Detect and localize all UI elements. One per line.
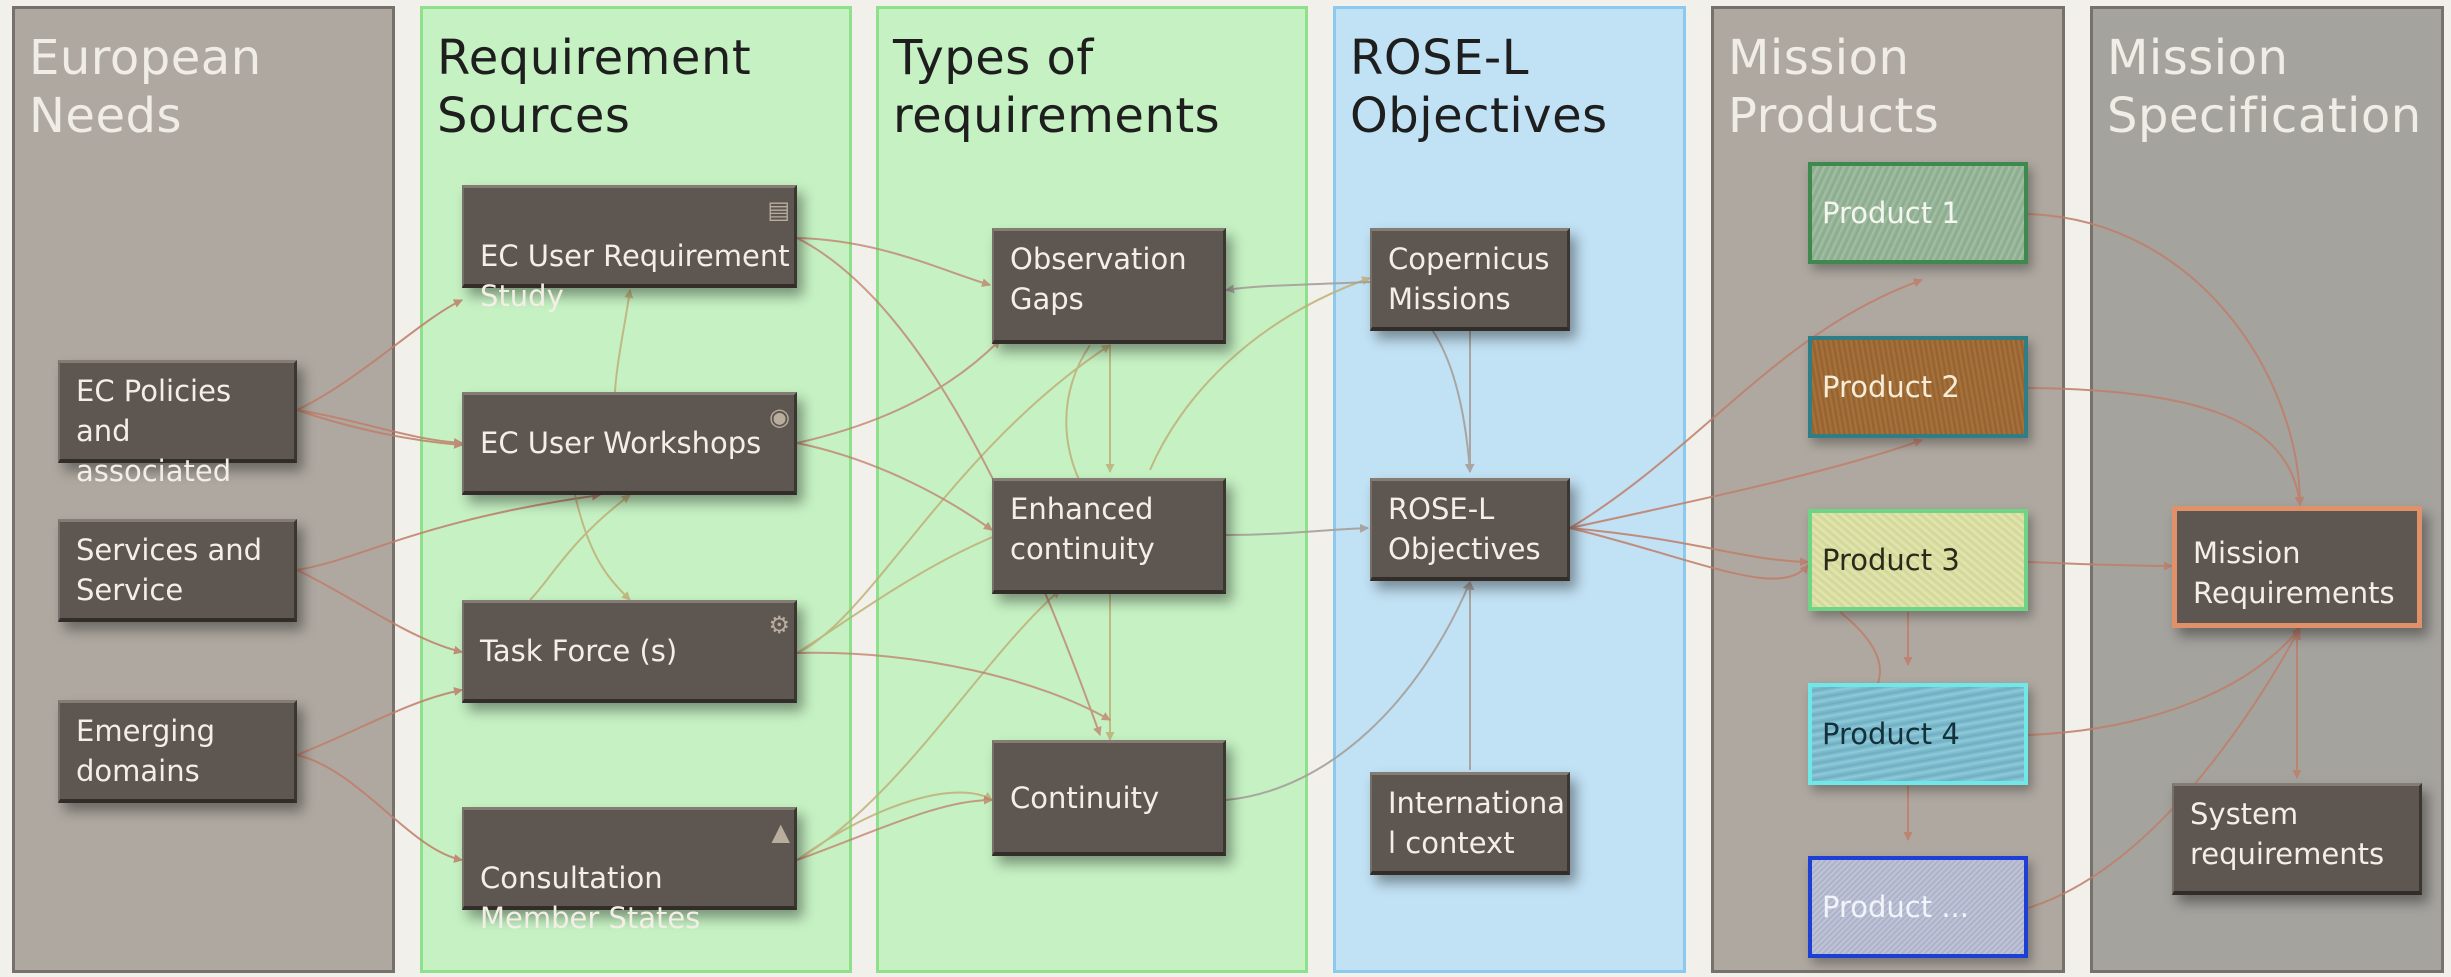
node-copernicus-missions[interactable]: Copernicus Missions [1370,228,1570,331]
node-enhanced-continuity[interactable]: Enhanced continuity [992,478,1226,594]
product-more[interactable]: Product ... [1808,856,2028,958]
column-mission-products: Mission Products [1711,6,2065,973]
node-ec-policies[interactable]: EC Policies and associated [58,360,297,488]
users-icon: ◉ [769,403,790,431]
node-label: EC User Workshops [480,426,762,460]
node-label: EC User Requirement Study [480,239,790,313]
product-1[interactable]: Product 1 [1808,162,2028,264]
node-label: Task Force (s) [480,634,678,668]
product-4[interactable]: Product 4 [1808,683,2028,785]
column-title: ROSE-L Objectives [1350,30,1608,144]
gear-icon: ⚙ [768,611,790,639]
column-title: Requirement Sources [437,30,752,144]
column-title: Types of requirements [893,30,1221,144]
column-title: Mission Specification [2107,30,2422,144]
node-rose-l-objectives[interactable]: ROSE-L Objectives [1370,478,1570,581]
node-emerging-domains[interactable]: Emerging domains [58,700,297,803]
node-ec-user-requirement-study[interactable]: EC User Requirement Study ▤ [462,185,797,313]
column-european-needs: European Needs [12,6,395,973]
product-3[interactable]: Product 3 [1808,509,2028,611]
product-2[interactable]: Product 2 [1808,336,2028,438]
node-label: Consultation Member States [480,861,701,935]
clipboard-icon: ▤ [767,196,790,224]
node-services[interactable]: Services and Service [58,519,297,622]
node-system-requirements[interactable]: System requirements [2172,783,2422,895]
node-continuity[interactable]: Continuity [992,740,1226,856]
column-title: European Needs [29,30,262,144]
column-title: Mission Products [1728,30,1940,144]
node-international-context[interactable]: Internationa l context [1370,772,1570,875]
node-ec-user-workshops[interactable]: EC User Workshops ◉ [462,392,797,495]
node-mission-requirements[interactable]: Mission Requirements [2172,506,2422,628]
node-consultation-member-states[interactable]: Consultation Member States ▲ [462,807,797,935]
node-task-force[interactable]: Task Force (s) ⚙ [462,600,797,703]
thumbs-up-icon: ▲ [771,818,790,846]
node-observation-gaps[interactable]: Observation Gaps [992,228,1226,344]
